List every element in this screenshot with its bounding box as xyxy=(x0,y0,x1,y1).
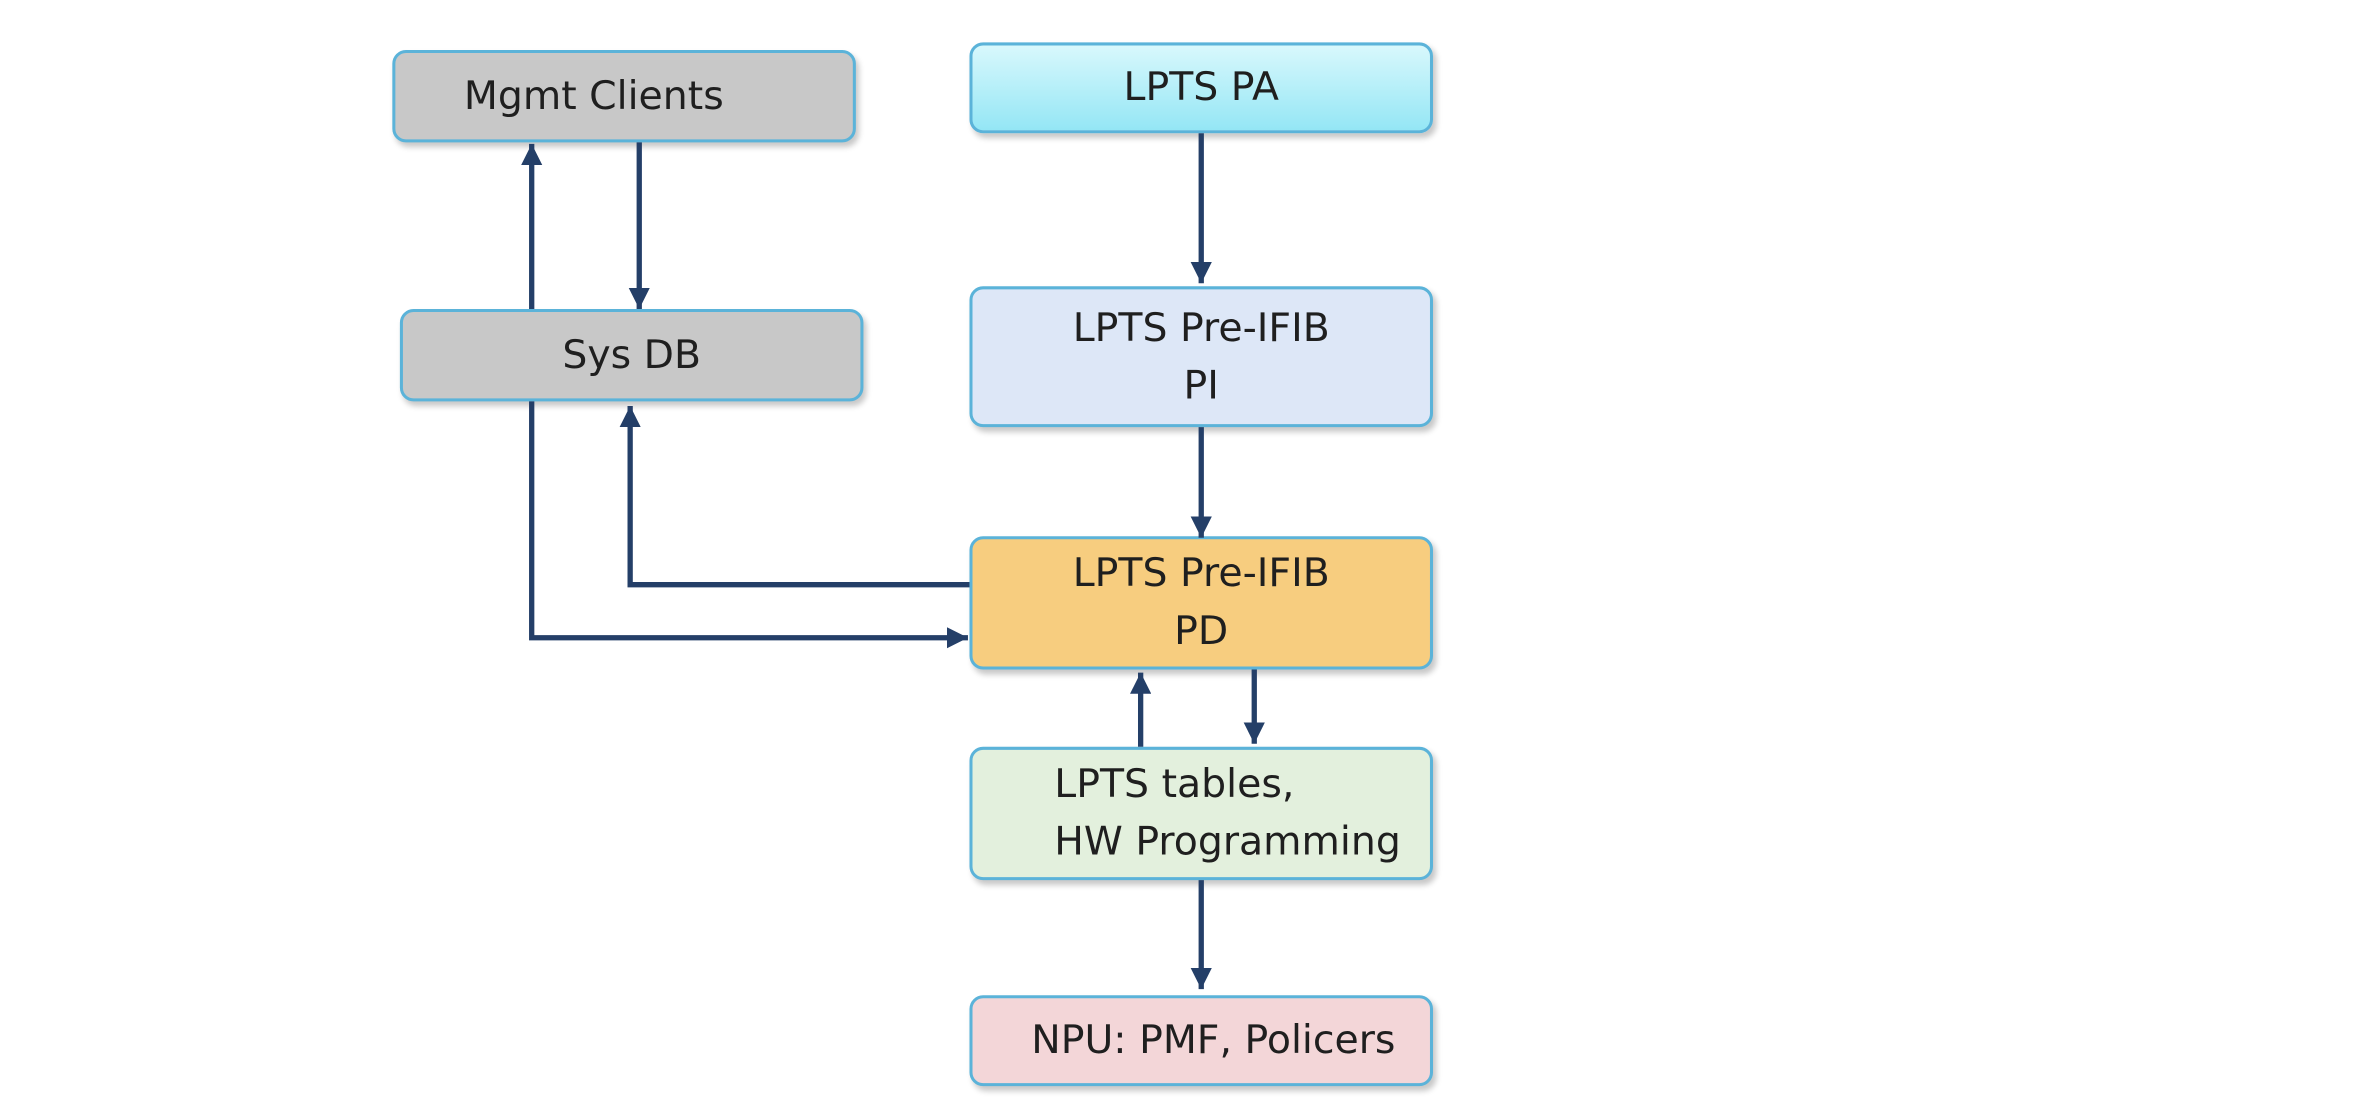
mgmt-clients-label: Mgmt Clients xyxy=(463,73,724,119)
arrow-pd-to-sysdb xyxy=(619,405,970,588)
npu-label: NPU: PMF, Policers xyxy=(1031,1017,1396,1064)
lpts-pre-ifib-pd-box: LPTS Pre-IFIB PD xyxy=(969,536,1434,670)
sys-db-label: Sys DB xyxy=(562,332,702,378)
arrow-sysdb-to-pd xyxy=(529,401,968,649)
tables-label-line-1: LPTS tables, xyxy=(1054,761,1295,808)
lpts-pre-ifib-pi-box: LPTS Pre-IFIB PI xyxy=(969,286,1434,428)
mgmt-clients-box: Mgmt Clients xyxy=(392,49,856,143)
tables-label-line-2: HW Programming xyxy=(1054,819,1401,865)
npu-box: NPU: PMF, Policers xyxy=(969,995,1434,1087)
pd-label-line-1: LPTS Pre-IFIB xyxy=(1072,551,1330,597)
pd-label-line-2: PD xyxy=(1174,608,1229,655)
lpts-pa-label: LPTS PA xyxy=(1123,65,1279,111)
lpts-pa-box: LPTS PA xyxy=(969,42,1434,134)
lpts-tables-box: LPTS tables, HW Programming xyxy=(969,746,1434,881)
pi-label-line-1: LPTS Pre-IFIB xyxy=(1072,305,1330,351)
pi-label-line-2: PI xyxy=(1183,362,1219,409)
sys-db-box: Sys DB xyxy=(399,309,864,402)
